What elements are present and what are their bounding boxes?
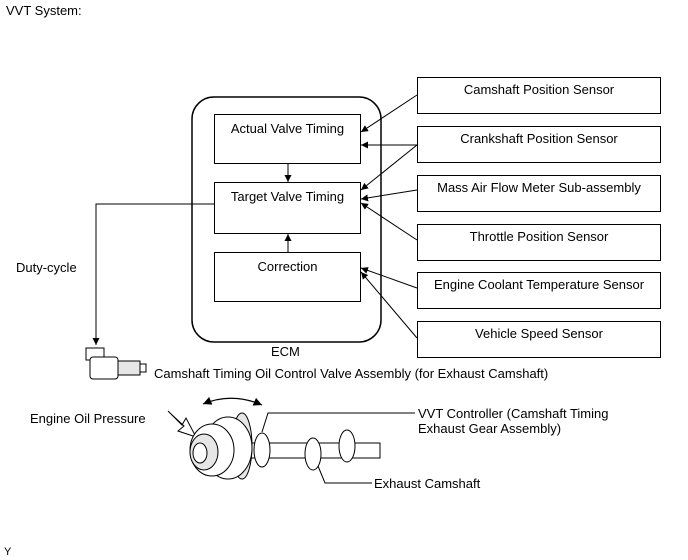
sensor-label: Vehicle Speed Sensor [475,326,603,341]
oil-pressure-arrow [167,410,198,438]
target-valve-timing-label: Target Valve Timing [230,189,345,204]
sensor-label: Crankshaft Position Sensor [460,131,618,146]
sensor-label: Throttle Position Sensor [469,229,609,244]
rotation-arrow [202,396,263,406]
exhaust-camshaft-leader [317,465,372,484]
correction-block: Correction [214,252,361,302]
vvt-controller-label-line2: Exhaust Gear Assembly) [418,421,562,436]
throttle-arrow [360,202,418,241]
sensor-engine-coolant-temperature: Engine Coolant Temperature Sensor [417,272,661,309]
diagram-title: VVT System: [6,3,82,18]
ecm-label: ECM [271,344,300,359]
vvt-controller-label-line1: VVT Controller (Camshaft Timing [418,406,609,421]
oil-control-valve-drawing [85,347,147,380]
engine-oil-pressure-label: Engine Oil Pressure [30,411,146,426]
sensor-label: Mass Air Flow Meter Sub-assembly [437,180,641,195]
actual-valve-timing-label: Actual Valve Timing [230,121,345,136]
maf-arrow [360,189,418,202]
vehicle-speed-arrow [360,271,418,339]
correction-label: Correction [257,259,318,274]
vvt-controller-leader [261,412,415,433]
target-valve-timing-block: Target Valve Timing [214,182,361,234]
sensor-throttle-position: Throttle Position Sensor [417,224,661,261]
ecm-container [191,96,382,343]
actual-valve-timing-block: Actual Valve Timing [214,114,361,164]
camshaft-sensor-arrow [360,94,418,133]
sensor-camshaft-position: Camshaft Position Sensor [417,77,661,114]
sensor-vehicle-speed: Vehicle Speed Sensor [417,321,661,358]
sensor-crankshaft-position: Crankshaft Position Sensor [417,126,661,163]
duty-cycle-line [92,203,214,345]
sensor-label: Engine Coolant Temperature Sensor [433,277,645,292]
sensor-label: Camshaft Position Sensor [463,82,615,97]
duty-cycle-label: Duty-cycle [16,260,77,275]
crankshaft-to-target-arrow [360,144,418,191]
sensor-mass-air-flow: Mass Air Flow Meter Sub-assembly [417,175,661,212]
sensor-arrows [360,94,418,339]
exhaust-camshaft-label: Exhaust Camshaft [374,476,481,491]
corner-mark: Y [4,546,12,558]
exhaust-camshaft-drawing [189,412,381,480]
coolant-arrow [360,267,418,289]
ocv-label: Camshaft Timing Oil Control Valve Assemb… [154,366,549,381]
